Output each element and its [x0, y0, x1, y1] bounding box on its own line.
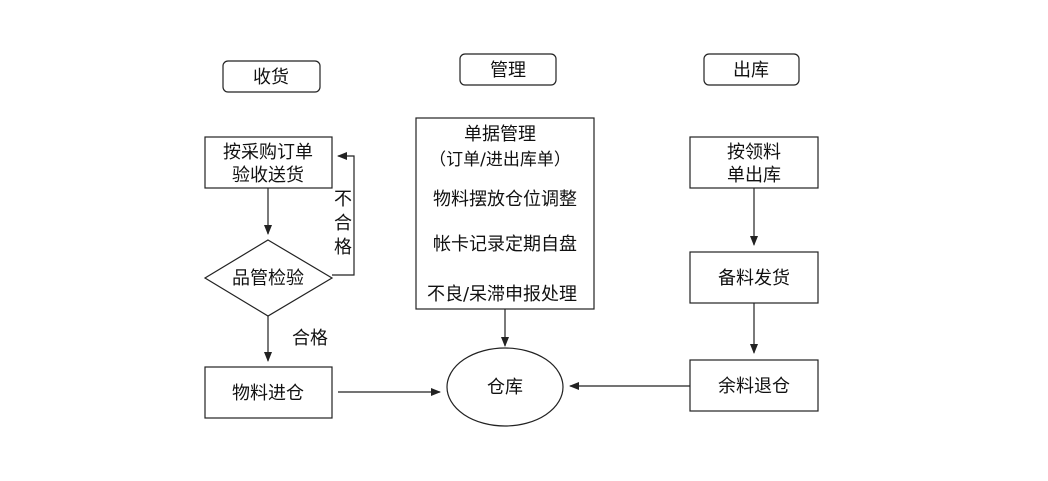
management-box: 单据管理 （订单/进出库单） 物料摆放仓位调整 帐卡记录定期自盘 不良/呆滞申报…	[415, 117, 595, 310]
header-outbound-label: 出库	[733, 60, 769, 81]
header-receive: 收货	[222, 60, 321, 93]
warehouse-label: 仓库	[487, 377, 523, 398]
inspect-delivery-box: 按采购订单 验收送货	[204, 136, 333, 189]
stock-in-box: 物料进仓	[204, 366, 333, 419]
header-receive-label: 收货	[253, 67, 289, 88]
header-outbound: 出库	[703, 53, 800, 86]
management-line4: 帐卡记录定期自盘	[433, 234, 577, 255]
header-manage: 管理	[459, 53, 557, 86]
stock-in-label: 物料进仓	[232, 383, 304, 404]
prepare-ship-box: 备料发货	[689, 251, 819, 304]
management-line1: 单据管理	[464, 124, 536, 145]
quality-check-label: 品管检验	[232, 268, 304, 289]
quality-check-diamond: 品管检验	[203, 239, 334, 317]
fail-label-char2: 合	[334, 213, 352, 234]
management-line2: （订单/进出库单）	[429, 150, 571, 170]
issue-line1: 按领料	[727, 142, 781, 163]
prepare-ship-label: 备料发货	[718, 268, 790, 289]
issue-by-requisition-box: 按领料 单出库	[689, 136, 819, 189]
return-stock-label: 余料退仓	[718, 376, 790, 397]
warehouse-node: 仓库	[446, 347, 564, 427]
pass-label: 合格	[292, 328, 328, 349]
fail-label-char1: 不	[334, 189, 352, 210]
management-line5: 不良/呆滞申报处理	[427, 284, 577, 305]
header-manage-label: 管理	[490, 60, 526, 81]
inspect-delivery-line1: 按采购订单	[223, 142, 313, 163]
arrow-fail-loop	[332, 152, 355, 276]
inspect-delivery-line2: 验收送货	[232, 165, 304, 186]
return-stock-box: 余料退仓	[689, 359, 819, 412]
issue-line2: 单出库	[727, 165, 781, 186]
fail-label-char3: 格	[334, 237, 352, 258]
management-line3: 物料摆放仓位调整	[433, 189, 577, 210]
